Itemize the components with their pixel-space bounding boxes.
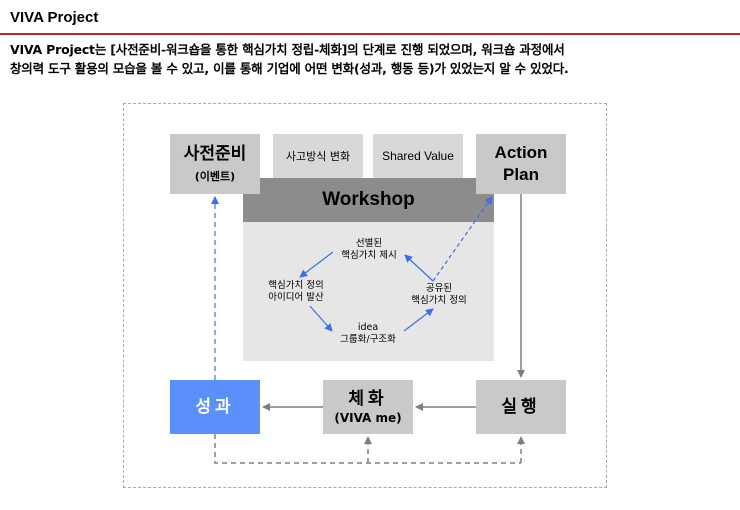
node-define-ideate-line1: 핵심가치 정의: [268, 280, 324, 291]
node-shared-values: 공유된 핵심가치 정의: [402, 283, 476, 307]
action-plan-line1: Action: [494, 143, 548, 162]
node-define-ideate-line2: 아이디어 발산: [268, 292, 324, 303]
arrow-cycle-top-to-left: [299, 251, 334, 278]
node-idea-grouping: idea 그룹화/구조화: [332, 322, 404, 346]
node-idea-grouping-line1: idea: [357, 322, 379, 333]
thinking-change-label: 사고방식 변화: [285, 149, 351, 163]
arrow-shared-to-plan: [432, 196, 493, 282]
title-rule: [0, 33, 740, 35]
arrow-cycle-right-to-top: [404, 254, 434, 282]
prep-box: 사전준비 (이벤트): [170, 134, 260, 194]
description: VIVA Project는 [사전준비-워크숍을 통한 핵심가치 정립-체화]의…: [10, 40, 735, 78]
embody-box: 체화 (VIVA me): [323, 380, 413, 434]
node-idea-grouping-line2: 그룹화/구조화: [340, 334, 396, 345]
node-shared-values-line1: 공유된: [425, 283, 453, 294]
arrow-cycle-bottom-to-right: [403, 308, 434, 332]
prep-label: 사전준비: [183, 144, 247, 164]
node-shared-values-line2: 핵심가치 정의: [411, 295, 467, 306]
node-selected-values: 선별된 핵심가치 제시: [333, 238, 405, 262]
result-label: 성과: [195, 397, 235, 417]
node-define-ideate: 핵심가치 정의 아이디어 발산: [260, 280, 332, 304]
shared-value-box: Shared Value: [373, 134, 463, 178]
node-selected-values-line1: 선별된: [355, 238, 383, 249]
execute-label: 실행: [501, 397, 541, 417]
workshop-bar: Workshop: [243, 178, 494, 222]
embody-label: 체화: [348, 389, 388, 409]
description-line-1: VIVA Project는 [사전준비-워크숍을 통한 핵심가치 정립-체화]의…: [10, 42, 565, 57]
feedback-dashed-line: [214, 434, 521, 464]
result-box: 성과: [170, 380, 260, 434]
diagram-frame: [123, 103, 607, 488]
action-plan-box: Action Plan: [476, 134, 566, 194]
prep-sublabel: (이벤트): [194, 170, 236, 183]
workshop-label: Workshop: [322, 189, 415, 210]
embody-sublabel: (VIVA me): [334, 411, 402, 425]
shared-value-label: Shared Value: [382, 148, 454, 163]
node-selected-values-line2: 핵심가치 제시: [341, 250, 397, 261]
arrow-cycle-left-to-bottom: [309, 305, 333, 332]
thinking-change-box: 사고방식 변화: [273, 134, 363, 178]
action-plan-line2: Plan: [503, 165, 539, 184]
page-title: VIVA Project: [10, 9, 99, 26]
execute-box: 실행: [476, 380, 566, 434]
description-line-2: 창의력 도구 활용의 모습을 볼 수 있고, 이를 통해 기업에 어떤 변화(성…: [10, 61, 569, 76]
